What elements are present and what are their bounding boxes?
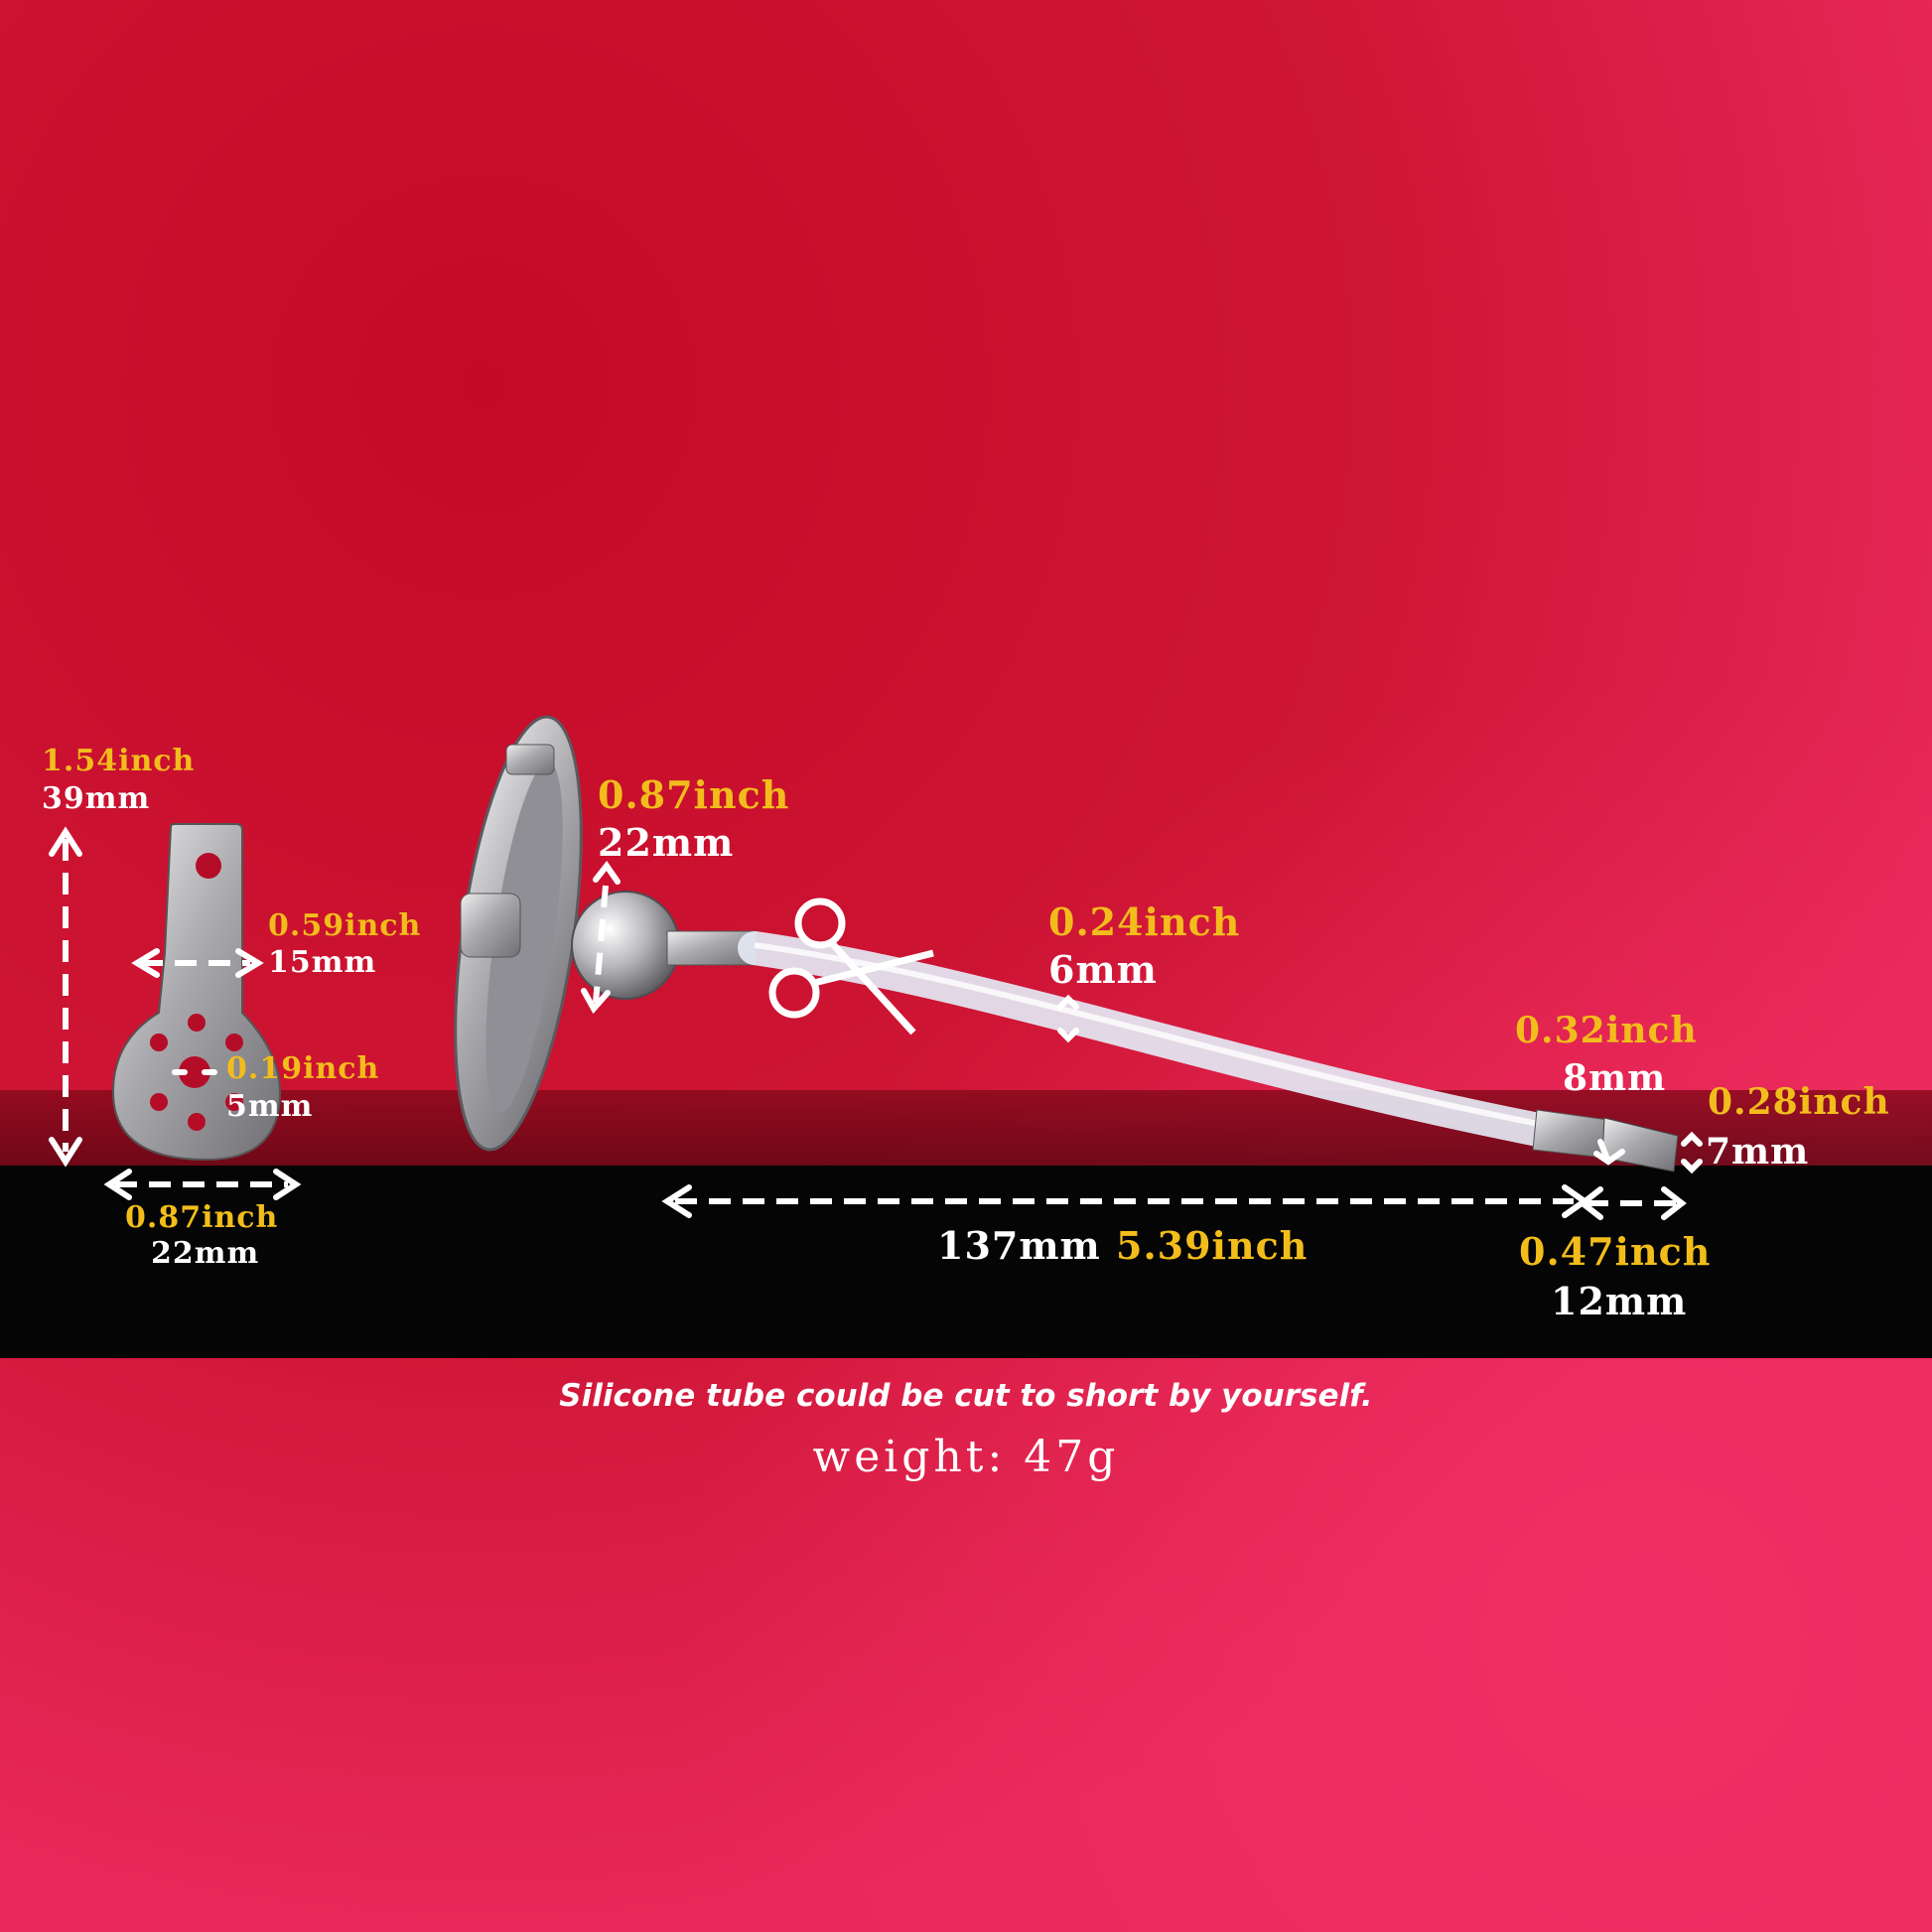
tube-diameter-mm: 6mm: [1048, 947, 1158, 992]
cut-note: Silicone tube could be cut to short by y…: [559, 1378, 1373, 1414]
scissors-icon: [768, 897, 934, 1035]
dimension-arrows: [63, 839, 1676, 1206]
tip-collar-mm: 8mm: [1563, 1057, 1667, 1099]
tip-length-mm: 12mm: [1551, 1279, 1688, 1323]
dashed-arrow: [593, 885, 609, 1004]
plate-height-inch: 1.54inch: [42, 744, 196, 778]
ring-ball-inch: 0.87inch: [598, 772, 790, 817]
plate-hole: [225, 1034, 243, 1051]
plate-base-width-inch: 0.87inch: [125, 1200, 279, 1235]
plate-hole: [150, 1034, 168, 1051]
plate-hole-inch: 0.19inch: [226, 1051, 380, 1086]
weight-label: weight: 47g: [812, 1432, 1120, 1482]
plate-tab-width-mm: 15mm: [268, 945, 377, 980]
tip-end-inch: 0.28inch: [1708, 1081, 1890, 1123]
plate-height-mm: 39mm: [42, 781, 151, 816]
plate-top-hole: [196, 853, 221, 879]
plate-hole: [188, 1014, 206, 1032]
lock-plate: [111, 823, 282, 1162]
black-band: [0, 1166, 1932, 1358]
plate-base-width-mm: 22mm: [151, 1236, 260, 1271]
tip-length-inch: 0.47inch: [1519, 1229, 1712, 1274]
plate-hole: [225, 1093, 243, 1111]
plate-hole: [188, 1113, 206, 1131]
ring-ball: [571, 891, 680, 1000]
tip-collar-inch: 0.32inch: [1515, 1010, 1698, 1051]
silicone-tube: [738, 931, 1566, 1149]
plate-center-hole: [179, 1056, 210, 1088]
tube-diameter-inch: 0.24inch: [1048, 899, 1241, 944]
tube-tip: [1532, 1109, 1679, 1173]
tube-length-inch: 5.39inch: [1116, 1223, 1309, 1268]
tip-end-mm: 7mm: [1706, 1131, 1810, 1173]
tube-length-mm: 137mm: [937, 1223, 1101, 1268]
plate-tab-width-inch: 0.59inch: [268, 908, 422, 943]
plate-hole-mm: 5mm: [226, 1089, 314, 1124]
plate-hole: [150, 1093, 168, 1111]
ring-ball-mm: 22mm: [598, 820, 735, 865]
